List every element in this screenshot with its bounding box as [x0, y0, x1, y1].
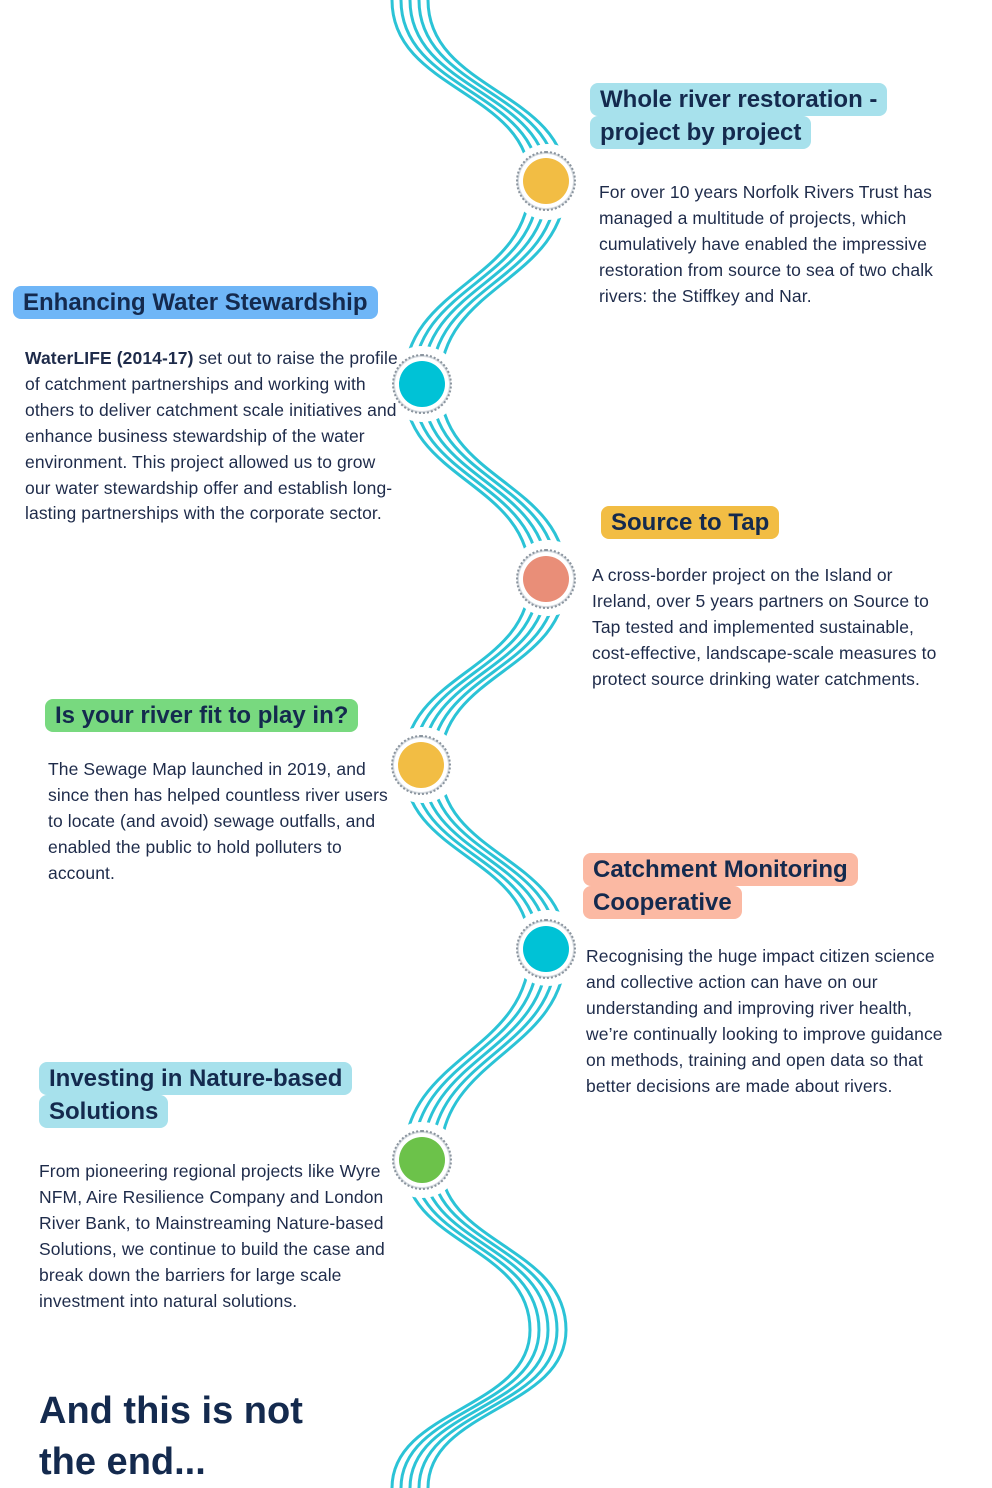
- milestone-2-description-bold: WaterLIFE (2014-17): [25, 348, 194, 368]
- milestone-5-title: Catchment Monitoring Cooperative: [583, 853, 883, 919]
- river-line-5: [426, 0, 568, 1488]
- milestone-4-description: The Sewage Map launched in 2019, and sin…: [48, 759, 388, 883]
- milestone-3-title: Source to Tap: [601, 506, 901, 539]
- milestone-3-title-text: Source to Tap: [601, 506, 780, 539]
- milestone-4-title-text: Is your river fit to play in?: [45, 699, 359, 732]
- milestone-1-title: Whole river restoration - project by pro…: [590, 83, 920, 149]
- milestone-1-description: For over 10 years Norfolk Rivers Trust h…: [599, 182, 934, 306]
- milestone-6-title: Investing in Nature-based Solutions: [39, 1062, 369, 1128]
- milestone-2-dot: [392, 354, 452, 414]
- milestone-2-description-text: set out to raise the profile of catchmen…: [25, 348, 398, 524]
- closing-statement: And this is not the end...: [39, 1390, 303, 1483]
- milestone-5-dot: [516, 919, 576, 979]
- milestone-4-dot: [391, 735, 451, 795]
- milestone-3-description: A cross-border project on the Island or …: [592, 565, 937, 689]
- milestone-2-title: Enhancing Water Stewardship: [13, 286, 393, 319]
- milestone-1-title-text: Whole river restoration - project by pro…: [590, 83, 888, 149]
- milestone-6-title-text: Investing in Nature-based Solutions: [39, 1062, 353, 1128]
- milestone-2-title-text: Enhancing Water Stewardship: [13, 286, 378, 319]
- milestone-6-dot: [392, 1130, 452, 1190]
- milestone-1-dot: [516, 151, 576, 211]
- milestone-6-description: From pioneering regional projects like W…: [39, 1161, 385, 1311]
- milestone-5-description: Recognising the huge impact citizen scie…: [586, 946, 943, 1096]
- milestone-5-title-text: Catchment Monitoring Cooperative: [583, 853, 858, 919]
- milestone-2-description: WaterLIFE (2014-17) set out to raise the…: [25, 346, 405, 527]
- milestone-4-title: Is your river fit to play in?: [45, 699, 405, 732]
- milestone-3-dot: [516, 549, 576, 609]
